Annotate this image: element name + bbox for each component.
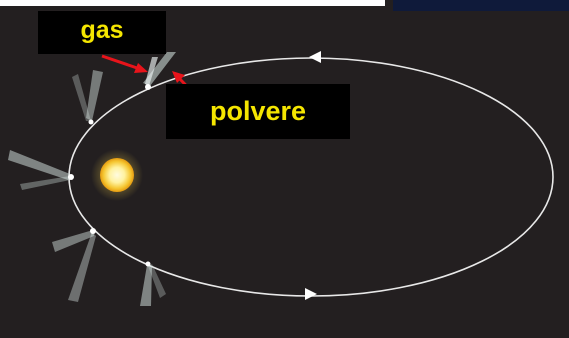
gas-label: gas xyxy=(38,11,166,54)
comet-position-left xyxy=(8,150,74,190)
comet-position-top xyxy=(143,52,176,90)
polvere-label-text: polvere xyxy=(209,96,307,126)
orbit-direction-arrow-top xyxy=(309,51,321,63)
gas-label-text: gas xyxy=(80,16,124,44)
comet-position-lower-left xyxy=(52,228,96,302)
gas-pointer-arrow xyxy=(101,54,148,73)
comet-position-upper-left xyxy=(72,70,103,125)
orbit-direction-arrow-bottom xyxy=(305,288,317,300)
top-edge-strip-right xyxy=(393,0,569,11)
polvere-label: polvere xyxy=(166,84,350,139)
sun-icon xyxy=(100,158,134,192)
comet-position-bottom xyxy=(140,261,166,306)
top-edge-strip-left xyxy=(0,0,385,6)
